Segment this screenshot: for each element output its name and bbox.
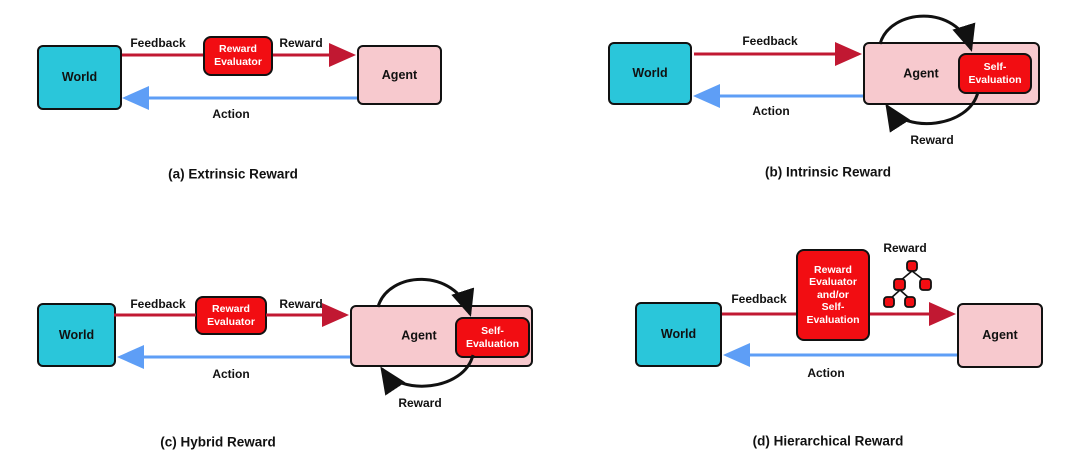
agent-box: Agent Self- Evaluation	[863, 42, 1040, 105]
agent-label: Agent	[903, 66, 939, 80]
world-box: World	[37, 45, 122, 110]
agent-box: Agent	[357, 45, 442, 105]
reward-tree-icon	[883, 260, 932, 308]
tree-leaf-node-1	[883, 296, 895, 308]
agent-label: Agent	[381, 67, 418, 82]
tree-left-node	[893, 278, 906, 291]
action-label: Action	[807, 366, 845, 380]
panel-hierarchical-reward: World Reward Evaluator and/or Self- Eval…	[540, 235, 1080, 469]
arrows-layer-extrinsic	[120, 43, 357, 110]
world-box: World	[608, 42, 692, 105]
agent-box: Agent	[957, 303, 1043, 368]
tree-root-node	[906, 260, 918, 272]
panel-caption: (b) Intrinsic Reward	[764, 164, 892, 180]
loop-reward-label: Reward	[398, 396, 442, 410]
panel-caption: (c) Hybrid Reward	[160, 434, 276, 450]
arrows-layer-intrinsic	[693, 14, 980, 133]
feedback-label: Feedback	[731, 292, 787, 306]
panel-intrinsic-reward: World Agent Self- Evaluation	[540, 0, 1080, 235]
panel-caption: (a) Extrinsic Reward	[168, 166, 298, 182]
agent-label: Agent	[401, 328, 437, 343]
loop-reward-label: Reward	[910, 133, 954, 147]
world-label: World	[632, 66, 668, 80]
reward-evaluator-self-eval-box: Reward Evaluator and/or Self- Evaluation	[796, 249, 870, 341]
world-box: World	[37, 303, 116, 367]
reward-evaluator-label: Reward Evaluator	[207, 302, 255, 328]
action-label: Action	[212, 107, 250, 121]
world-label: World	[660, 327, 697, 341]
reward-evaluator-box: Reward Evaluator	[195, 296, 267, 335]
self-evaluation-box: Self- Evaluation	[958, 53, 1032, 94]
tree-reward-label: Reward	[883, 241, 927, 255]
panel-extrinsic-reward: World Reward Evaluator Agent Feedback Re…	[0, 0, 540, 235]
self-evaluation-label: Self- Evaluation	[465, 324, 520, 350]
reward-label: Reward	[279, 36, 323, 50]
world-label: World	[58, 327, 95, 342]
self-evaluation-label: Self- Evaluation	[968, 60, 1022, 86]
reward-evaluator-self-eval-label: Reward Evaluator and/or Self- Evaluation	[806, 263, 860, 326]
agent-box: Agent Self- Evaluation	[350, 305, 533, 367]
world-label: World	[61, 70, 98, 84]
tree-right-node	[919, 278, 932, 291]
reward-evaluator-label: Reward Evaluator	[214, 43, 262, 68]
reward-evaluator-box: Reward Evaluator	[203, 36, 273, 76]
action-label: Action	[212, 367, 250, 381]
feedback-label: Feedback	[742, 34, 798, 48]
agent-label: Agent	[982, 328, 1018, 342]
self-evaluation-box: Self- Evaluation	[455, 317, 530, 358]
world-box: World	[635, 302, 722, 367]
action-label: Action	[752, 104, 790, 118]
panel-hybrid-reward: World Reward Evaluator Agent Self- Evalu…	[0, 235, 540, 469]
tree-leaf-node-2	[904, 296, 916, 308]
feedback-label: Feedback	[130, 297, 186, 311]
panel-caption: (d) Hierarchical Reward	[752, 433, 904, 449]
feedback-label: Feedback	[130, 36, 186, 50]
reward-label: Reward	[279, 297, 323, 311]
